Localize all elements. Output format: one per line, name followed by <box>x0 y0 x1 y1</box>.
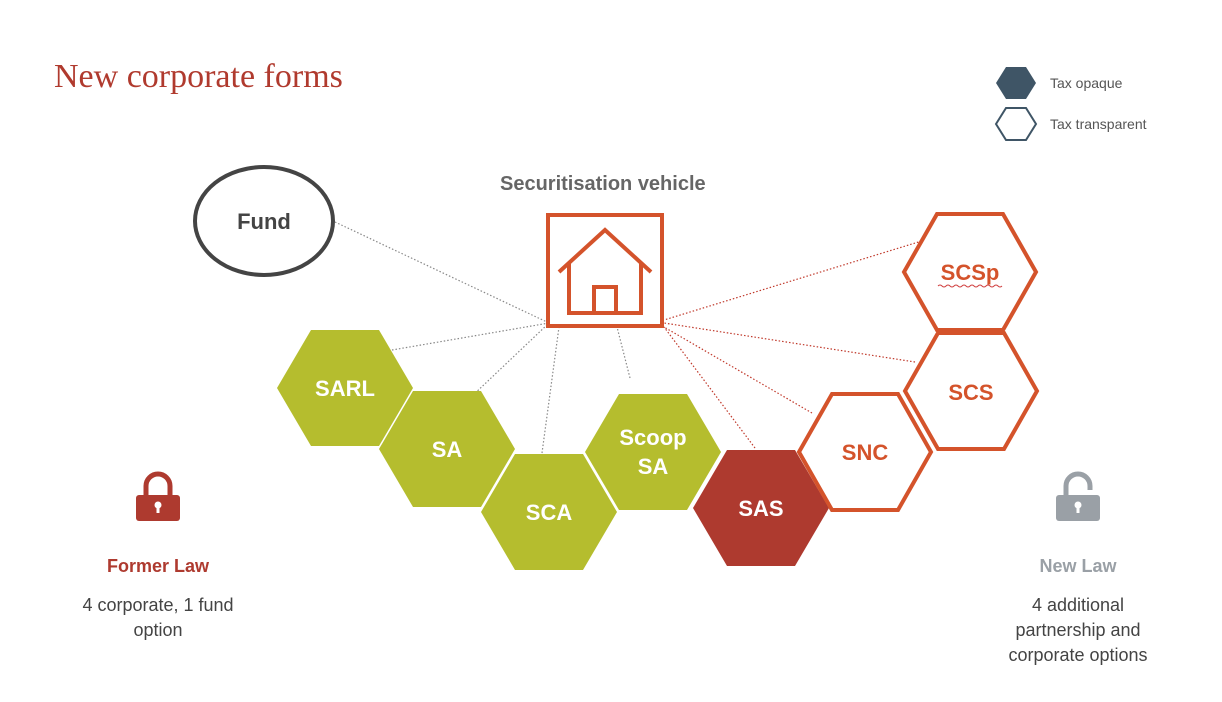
connector-fund <box>334 221 550 324</box>
hexagon-scoop-label-line1: Scoop <box>619 425 686 450</box>
connector-sarl <box>391 322 550 351</box>
hexagon-scsp-label: SCSp <box>941 260 1000 285</box>
hexagon-sa: SA <box>379 391 515 507</box>
hexagon-sarl: SARL <box>277 330 413 446</box>
hexagon-scs: SCS <box>902 331 1040 451</box>
hexagon-sas: SAS <box>693 450 829 566</box>
lock-open-icon <box>1056 471 1100 521</box>
securitisation-vehicle-label: Securitisation vehicle <box>500 173 706 195</box>
connector-sa <box>469 322 550 399</box>
new-law-desc-line2: partnership and <box>1015 620 1141 640</box>
legend-opaque-label: Tax opaque <box>1050 75 1123 91</box>
hexagon-sa-label: SA <box>432 437 463 462</box>
fund-ellipse <box>193 165 335 277</box>
connector-scsp <box>663 239 926 321</box>
hexagon-sca-label: SCA <box>526 500 573 525</box>
hexagon-snc: SNC <box>796 392 934 512</box>
house-icon <box>557 227 653 315</box>
legend-opaque-hexagon <box>996 67 1036 99</box>
new-law-desc-line3: corporate options <box>1008 645 1148 665</box>
hexagon-scoop-label-line2: SA <box>638 454 669 479</box>
hexagon-scs-label: SCS <box>948 380 993 405</box>
hexagon-snc-label: SNC <box>842 440 889 465</box>
former-law-desc-line1: 4 corporate, 1 fund <box>82 595 234 615</box>
hexagon-sca: SCA <box>481 454 617 570</box>
spellcheck-underline <box>937 284 1003 288</box>
hexagon-sarl-label: SARL <box>315 376 375 401</box>
hexagon-scoop-sa: Scoop SA <box>585 394 721 510</box>
legend-transparent-label: Tax transparent <box>1050 116 1147 132</box>
connector-sca <box>541 326 560 454</box>
new-law-description: 4 additional partnership and corporate o… <box>958 593 1198 668</box>
connector-snc <box>663 326 813 414</box>
new-law-desc-line1: 4 additional <box>1031 595 1125 615</box>
connector-sas <box>663 326 756 449</box>
former-law-description: 4 corporate, 1 fund option <box>38 593 278 643</box>
hexagon-scsp: SCSp <box>901 212 1039 332</box>
connector-scs <box>663 322 916 363</box>
lock-closed-icon <box>136 471 180 521</box>
legend-transparent-hexagon <box>994 107 1038 141</box>
hexagon-sas-label: SAS <box>738 496 783 521</box>
connector-scoop <box>616 326 631 379</box>
former-law-desc-line2: option <box>133 620 183 640</box>
fund-label: Fund <box>237 209 291 234</box>
new-law-title: New Law <box>1039 556 1117 576</box>
connector-lines <box>334 221 926 454</box>
former-law-title: Former Law <box>106 556 210 576</box>
page-title: New corporate forms <box>54 58 343 95</box>
